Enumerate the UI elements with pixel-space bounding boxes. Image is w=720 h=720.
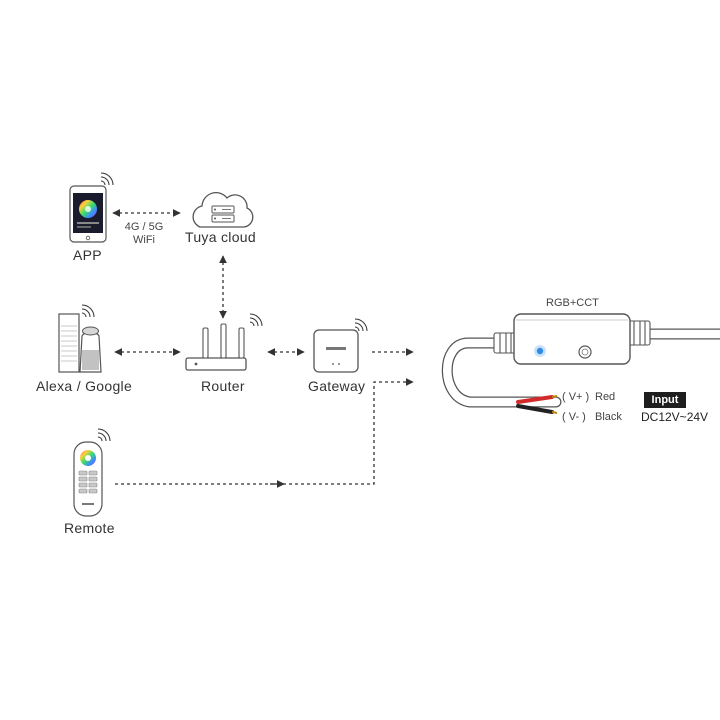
app-label: APP <box>73 247 102 263</box>
connection-lines <box>112 209 414 488</box>
red-wire <box>516 395 554 404</box>
gateway-label: Gateway <box>308 378 366 394</box>
wifi-signal-icon <box>81 304 95 318</box>
remote-label: Remote <box>64 520 115 536</box>
link-app-cloud-label: 4G / 5G WiFi <box>118 221 170 247</box>
wifi-signal-icon <box>100 172 114 186</box>
wifi-label: WiFi <box>133 234 155 246</box>
tuya-cloud-label: Tuya cloud <box>185 229 256 245</box>
controller-model-label: RGB+CCT <box>546 297 599 309</box>
input-voltage-spec: DC12V~24V <box>641 410 709 424</box>
input-badge: Input <box>644 392 686 408</box>
link-remote-controller <box>115 378 414 485</box>
status-led <box>536 347 544 355</box>
positive-terminal-label: ( V+ ) <box>562 391 590 403</box>
wifi-signal-icon <box>97 428 111 442</box>
smartphone-icon <box>69 185 107 243</box>
negative-wire-color-label: Black <box>595 411 622 423</box>
wifi-signal-icon <box>354 318 368 332</box>
positive-wire-color-label: Red <box>595 391 616 403</box>
remote-control-icon <box>73 441 103 517</box>
gateway-icon <box>313 329 359 373</box>
network-type-label: 4G / 5G <box>124 221 164 233</box>
alexa-google-label: Alexa / Google <box>36 378 133 394</box>
led-controller-icon <box>441 313 720 414</box>
router-icon <box>185 323 247 371</box>
smart-speaker-icon <box>58 313 102 373</box>
black-wire <box>516 404 554 414</box>
wifi-signal-icon <box>249 313 263 327</box>
cloud-server-icon <box>192 191 254 228</box>
negative-terminal-label: ( V- ) <box>562 411 586 423</box>
router-label: Router <box>201 378 245 394</box>
